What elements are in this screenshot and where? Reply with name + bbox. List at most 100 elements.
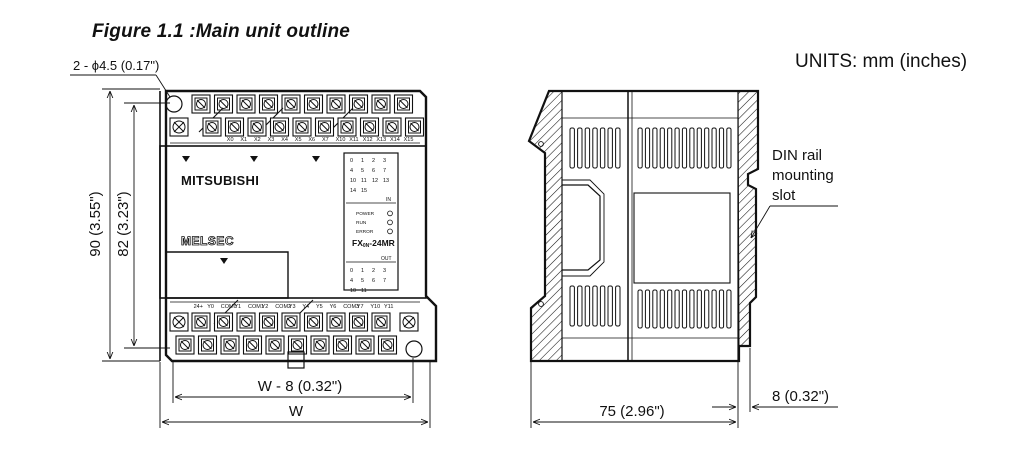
terminal-bottom-lower (265, 335, 285, 355)
status-led (387, 210, 393, 217)
terminal-label: Y5 (316, 304, 323, 310)
terminal-label: Y10 (370, 304, 380, 310)
terminal-top-lower (337, 117, 357, 137)
vent-slot (569, 127, 575, 169)
terminal-bottom-upper (303, 312, 324, 332)
terminal-bottom-upper (281, 312, 301, 332)
terminal-label: COM0 (221, 304, 237, 310)
vent-slot (681, 289, 688, 329)
vent-slot (637, 127, 643, 169)
led-number: 14 (350, 188, 356, 194)
terminal-top-lower (224, 117, 245, 137)
front-face (159, 145, 427, 299)
terminal-bottom-lower (332, 335, 353, 355)
vent-slot (704, 289, 710, 329)
terminal-bottom-upper (236, 312, 256, 332)
led-number: 7 (383, 278, 386, 284)
terminal-label: 24+ (194, 304, 203, 310)
vent-slot (637, 289, 643, 329)
vent-slot (615, 127, 621, 169)
dim-depth (530, 348, 838, 428)
vent-slot (681, 127, 688, 169)
front-cover (166, 251, 289, 299)
units-note: UNITS: mm (inches) (795, 51, 968, 72)
vent-slot (599, 127, 606, 169)
terminal-top-lower (314, 117, 335, 137)
terminal-label: X5 (295, 137, 302, 143)
vent-slot (584, 285, 591, 327)
led-number: 4 (350, 278, 353, 284)
terminal-top-upper (393, 94, 414, 114)
terminal-top-upper (303, 94, 324, 114)
terminal-top-upper (236, 94, 256, 114)
terminal-top-lower (169, 117, 189, 137)
vent-slot (652, 127, 658, 169)
terminal-top-upper (348, 94, 369, 114)
terminal-bottom-lower (197, 335, 218, 355)
terminal-label: Y1 (234, 304, 241, 310)
terminal-top-upper (371, 94, 391, 114)
width-inner-label: W - 8 (0.32") (258, 378, 343, 395)
height-overall-label: 90 (3.55") (87, 191, 104, 256)
vent-slot (689, 127, 695, 169)
terminal-label: X10 (336, 137, 346, 143)
vent-slot (607, 127, 613, 169)
din-rail-label: DIN rail mounting slot (772, 147, 838, 204)
led-number: 10 (350, 288, 356, 294)
vent-slot (696, 127, 702, 169)
terminal-bottom-lower (175, 335, 195, 355)
vent-slot (674, 289, 680, 329)
height-mount-label: 82 (3.23") (115, 191, 132, 256)
side-centre-panel (633, 192, 731, 284)
terminal-bottom-upper (213, 312, 234, 332)
side-rear-hatch (737, 90, 759, 347)
figure-title: Figure 1.1 :Main unit outline (92, 21, 351, 42)
led-number: 15 (361, 188, 367, 194)
vent-slot (659, 289, 665, 329)
dim-height (102, 88, 170, 362)
status-led (387, 219, 393, 226)
model-label: FX0N-24MR (352, 238, 395, 249)
side-recess (562, 184, 601, 271)
side-bezel-hatch (528, 90, 563, 362)
terminal-top-upper (281, 94, 301, 114)
series-label: MELSEC (181, 234, 234, 248)
led-number: 0 (350, 268, 353, 274)
terminal-top-lower (269, 117, 290, 137)
terminal-bottom-lower (377, 335, 398, 355)
terminal-label: Y3 (289, 304, 296, 310)
terminal-label: Y4 (302, 304, 309, 310)
dim-width (159, 358, 431, 428)
terminal-top-lower (247, 117, 267, 137)
terminal-bottom-lower (220, 335, 240, 355)
mount-hole-top-left (165, 95, 183, 113)
terminal-label: X3 (268, 137, 275, 143)
din-offset-label: 8 (0.32") (772, 388, 829, 405)
vent-slot (644, 289, 651, 329)
vent-slot (592, 285, 598, 327)
marker-triangle-2 (250, 156, 258, 162)
terminal-top-upper (326, 94, 346, 114)
terminal-bottom-upper (258, 312, 279, 332)
terminal-label: X4 (281, 137, 288, 143)
terminal-row-bottom-upper (169, 312, 419, 332)
marker-triangle-4 (220, 258, 228, 264)
led-number: 1 (361, 158, 364, 164)
vent-slot (644, 127, 651, 169)
vent-slot (599, 285, 606, 327)
status-led-label: POWER (356, 211, 375, 217)
vent-slot (577, 127, 583, 169)
led-number: 5 (361, 278, 364, 284)
vent-slot (689, 289, 695, 329)
terminal-bottom-lower (310, 335, 330, 355)
vent-slot (726, 127, 732, 169)
in-label: IN (386, 197, 391, 203)
vent-slot (711, 289, 717, 329)
width-overall-label: W (289, 403, 304, 420)
vent-slot (726, 289, 732, 329)
